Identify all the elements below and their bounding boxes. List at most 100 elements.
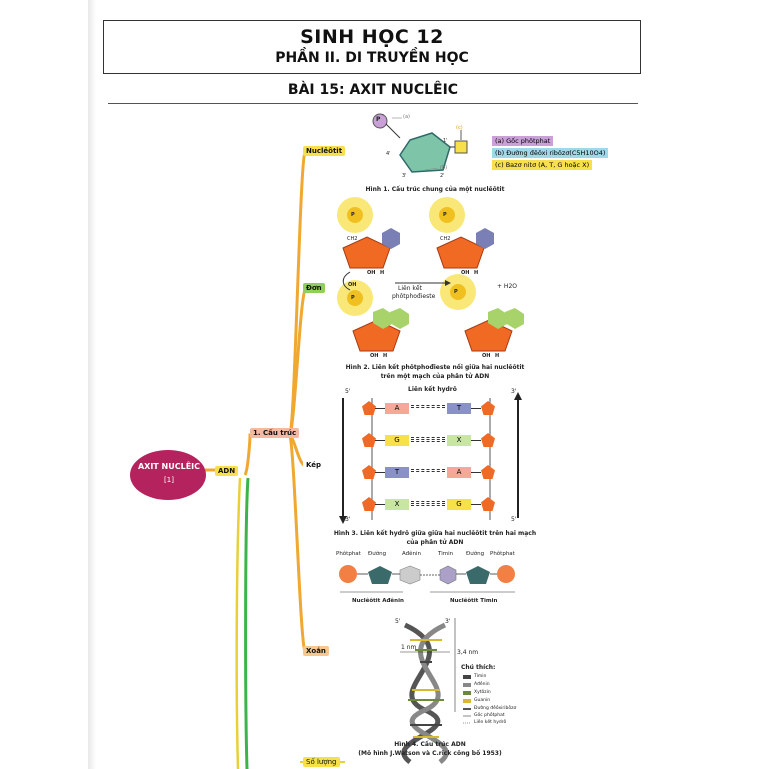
mol-label-2: Đường xyxy=(368,551,387,557)
strand-connector xyxy=(471,440,481,441)
mol-label-1: Phôtphat xyxy=(336,551,361,557)
fig1-p-label: P xyxy=(376,116,381,123)
fig4-legend-2: Xytôzin xyxy=(474,690,491,695)
so-luong-label: Số lượng xyxy=(303,757,340,767)
fig4-legend-1: Ađênin xyxy=(474,682,490,687)
nucleotit-line xyxy=(288,150,340,436)
hydrogen-bond xyxy=(411,468,445,473)
divider xyxy=(108,103,638,104)
fig2-water: + H2O xyxy=(497,283,517,290)
sugar-pentagon xyxy=(399,132,451,173)
fig2-p-4: P xyxy=(454,289,458,295)
sugar-left xyxy=(362,465,376,479)
base-right: T xyxy=(447,403,471,414)
fig2-ch2-2: CH2 xyxy=(440,236,451,242)
fig4-legend-5: Gốc phôtphat xyxy=(474,713,505,718)
fig4-legend-0: Timin xyxy=(474,674,487,679)
mol-bottom-left: Nuclêôtit Ađênin xyxy=(352,598,404,604)
fig1-legend-a: (a) Gốc phôtphat xyxy=(492,136,554,146)
adn-branch-line xyxy=(243,433,290,476)
hydrogen-bond xyxy=(411,500,445,507)
strand-connector xyxy=(375,408,385,409)
mol-label-6: Phôtphat xyxy=(490,551,515,557)
sugar-right xyxy=(481,433,495,447)
cau-truc-label: 1. Cấu trúc xyxy=(250,428,300,438)
fig1-mark-a: (a) xyxy=(403,114,410,120)
fig3-three-top: 3' xyxy=(511,388,517,395)
mol-bottom-right: Nuclêôtit Timin xyxy=(450,598,498,604)
hydrogen-bond xyxy=(411,404,445,409)
fig3-caption-2: của phân tử ADN xyxy=(406,539,464,546)
sugar-left xyxy=(362,497,376,511)
fig1-mark-b: (b) xyxy=(440,165,448,171)
mol-label-4: Timin xyxy=(438,551,454,557)
title-box: SINH HỌC 12 PHẦN II. DI TRUYỀN HỌC xyxy=(103,20,641,74)
lesson-title: BÀI 15: AXIT NUCLÊIC xyxy=(287,82,459,98)
mol-label-3: Ađênin xyxy=(402,551,422,557)
fig3-hbond-label: Liên kết hydrô xyxy=(408,386,457,393)
sugar-left xyxy=(362,433,376,447)
root-label: AXIT NUCLÊIC xyxy=(137,462,201,471)
page-margin xyxy=(0,0,95,769)
fig4-legend-4: Đường đêôxiribôzơ xyxy=(474,706,517,711)
fig4-five: 5' xyxy=(395,618,401,625)
fig2-p-1: P xyxy=(351,212,355,218)
fig1-num-4: 4' xyxy=(386,151,391,157)
base-square xyxy=(454,140,468,154)
fig3-five-top: 5' xyxy=(345,388,351,395)
fig2-p-2: P xyxy=(443,212,447,218)
hydrogen-bond xyxy=(411,436,445,443)
strand-connector xyxy=(471,504,481,505)
page-title: SINH HỌC 12 xyxy=(300,26,444,48)
base-right: G xyxy=(447,499,471,510)
base-left: T xyxy=(385,467,409,478)
phosphate-circle xyxy=(372,113,388,129)
adn-label: ADN xyxy=(215,466,239,476)
fig3-caption-1: Hình 3. Liên kết hydrô giữa giữa hai nuc… xyxy=(333,530,537,537)
fig1-legend-b: (b) Đường đêôxi ribôzơ(C5H10O4) xyxy=(492,148,609,158)
don-label: Đơn xyxy=(303,283,325,293)
fig2-ch2-1: CH2 xyxy=(347,236,358,242)
root-node xyxy=(130,450,206,500)
fig2-oh-2: OH xyxy=(461,270,470,276)
fig4-caption-2: (Mô hình J.Watson và C.rick công bố 1953… xyxy=(358,750,502,757)
fig2-h-4: H xyxy=(495,353,500,359)
fig3-five-bottom: 5' xyxy=(511,516,517,523)
fig3-three-bottom: 3' xyxy=(345,516,351,523)
yellow-branch-line xyxy=(235,477,242,769)
fig-molecule-row xyxy=(339,565,515,593)
fig2-caption-2: trên một mạch của phân tử ADN xyxy=(380,373,490,380)
page-fold-shadow xyxy=(88,0,96,769)
fig4-three: 3' xyxy=(445,618,451,625)
fig2-oh-5: OH xyxy=(482,353,491,359)
fig4-legend-6: Liên kết hydrô xyxy=(474,720,507,725)
base-left: G xyxy=(385,435,409,446)
root-sub-label: [1] xyxy=(164,476,174,484)
strand-connector xyxy=(375,504,385,505)
fig1-num-1: 1' xyxy=(443,138,448,144)
fig2-h-1: H xyxy=(380,270,385,276)
fig4-legend-3: Guanin xyxy=(474,698,491,703)
base-right: X xyxy=(447,435,471,446)
fig1-mark-c: (c) xyxy=(456,125,463,131)
sugar-left xyxy=(362,401,376,415)
fig2-caption-1: Hình 2. Liên kết phôtphođieste nối giữa … xyxy=(345,364,525,371)
fig4-helix xyxy=(400,618,471,765)
page-subtitle: PHẦN II. DI TRUYỀN HỌC xyxy=(275,50,469,66)
fig1-num-2: 2' xyxy=(440,173,445,179)
fig1-caption: Hình 1. Cấu trúc chung của một nuclêôtit xyxy=(365,186,505,193)
fig2-molecules xyxy=(337,197,524,352)
nucleotit-label: Nuclêôtit xyxy=(303,146,346,156)
fig2-oh-3: OH xyxy=(348,282,357,288)
fig2-bond-label-1: Liên kết xyxy=(398,285,422,292)
fig2-oh-4: OH xyxy=(370,353,379,359)
kep-label: Kép xyxy=(303,460,325,470)
fig4-legend-title: Chú thích: xyxy=(461,664,496,671)
base-right: A xyxy=(447,467,471,478)
mol-label-5: Đường xyxy=(466,551,485,557)
strand-connector xyxy=(471,472,481,473)
